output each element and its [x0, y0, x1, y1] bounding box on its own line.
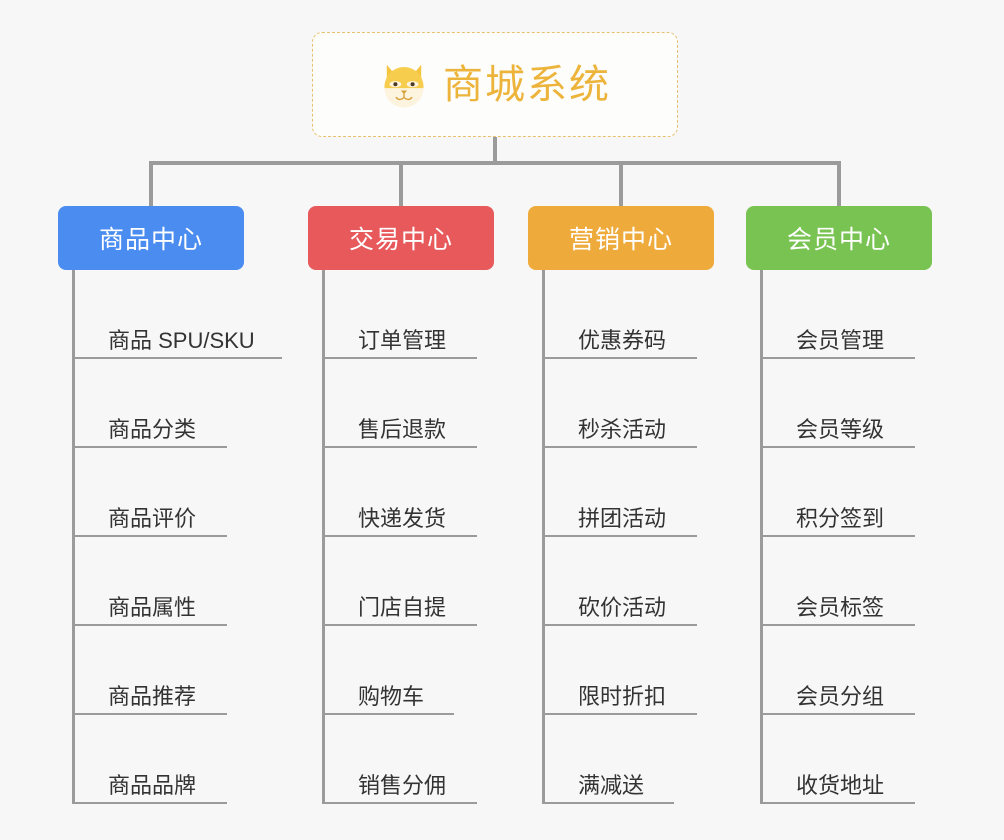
connector-drop-product-center [149, 161, 153, 207]
leaf-label: 商品分类 [108, 416, 197, 442]
leaf-item[interactable]: 商品属性 [72, 537, 227, 626]
shiba-dog-face-icon [384, 64, 424, 108]
root-node[interactable]: 商城系统 [312, 32, 678, 137]
leaf-item[interactable]: 商品 SPU/SKU [72, 270, 282, 359]
leaf-item[interactable]: 门店自提 [322, 537, 477, 626]
leaf-item[interactable]: 积分签到 [760, 448, 915, 537]
category-box-product-center[interactable]: 商品中心 [58, 206, 244, 270]
category-box-trade-center[interactable]: 交易中心 [308, 206, 494, 270]
connector-horizontal-bar [149, 161, 841, 165]
leaf-label: 会员标签 [796, 594, 885, 620]
leaf-item[interactable]: 商品评价 [72, 448, 227, 537]
leaf-item[interactable]: 售后退款 [322, 359, 477, 448]
leaf-item[interactable]: 购物车 [322, 626, 454, 715]
leaf-label: 收货地址 [796, 772, 885, 798]
leaf-item[interactable]: 订单管理 [322, 270, 477, 359]
leaf-item[interactable]: 秒杀活动 [542, 359, 697, 448]
leaf-label: 会员等级 [796, 416, 885, 442]
leaf-trunk-product-center [72, 270, 75, 804]
leaf-label: 商品评价 [108, 505, 197, 531]
leaf-item[interactable]: 会员等级 [760, 359, 915, 448]
leaf-label: 限时折扣 [578, 683, 667, 709]
leaf-label: 商品 SPU/SKU [108, 327, 255, 353]
leaf-item[interactable]: 拼团活动 [542, 448, 697, 537]
leaf-label: 满减送 [578, 772, 645, 798]
connector-drop-marketing-center [619, 161, 623, 207]
category-label-marketing-center: 营销中心 [568, 226, 673, 254]
category-label-trade-center: 交易中心 [348, 226, 453, 254]
leaf-item[interactable]: 商品推荐 [72, 626, 227, 715]
leaf-trunk-marketing-center [542, 270, 545, 804]
category-box-member-center[interactable]: 会员中心 [746, 206, 932, 270]
connector-drop-member-center [837, 161, 841, 207]
leaf-label: 积分签到 [796, 505, 885, 531]
leaf-label: 拼团活动 [578, 505, 667, 531]
leaf-label: 订单管理 [358, 327, 447, 353]
leaf-label: 会员管理 [796, 327, 885, 353]
leaf-label: 秒杀活动 [578, 416, 667, 442]
leaf-item[interactable]: 快递发货 [322, 448, 477, 537]
leaf-item[interactable]: 商品分类 [72, 359, 227, 448]
leaf-label: 砍价活动 [578, 594, 667, 620]
leaf-item[interactable]: 会员标签 [760, 537, 915, 626]
leaf-trunk-member-center [760, 270, 763, 804]
leaf-item[interactable]: 优惠券码 [542, 270, 697, 359]
leaf-label: 销售分佣 [358, 772, 447, 798]
root-title: 商城系统 [443, 62, 611, 107]
leaf-label: 售后退款 [358, 416, 447, 442]
leaf-label: 商品品牌 [108, 772, 197, 798]
category-label-member-center: 会员中心 [786, 226, 891, 254]
leaf-trunk-trade-center [322, 270, 325, 804]
category-box-marketing-center[interactable]: 营销中心 [528, 206, 714, 270]
leaf-label: 购物车 [358, 683, 425, 709]
leaf-label: 会员分组 [796, 683, 885, 709]
leaf-item[interactable]: 会员分组 [760, 626, 915, 715]
leaf-item[interactable]: 收货地址 [760, 715, 915, 804]
leaf-label: 门店自提 [358, 594, 447, 620]
leaf-item[interactable]: 会员管理 [760, 270, 915, 359]
connector-root-stub [493, 137, 497, 165]
category-label-product-center: 商品中心 [98, 226, 203, 254]
leaf-item[interactable]: 限时折扣 [542, 626, 697, 715]
leaf-item[interactable]: 满减送 [542, 715, 674, 804]
leaf-item[interactable]: 砍价活动 [542, 537, 697, 626]
leaf-label: 快递发货 [358, 505, 447, 531]
leaf-label: 商品推荐 [108, 683, 197, 709]
connector-drop-trade-center [399, 161, 403, 207]
leaf-label: 优惠券码 [578, 327, 667, 353]
leaf-label: 商品属性 [108, 594, 197, 620]
leaf-item[interactable]: 商品品牌 [72, 715, 227, 804]
leaf-item[interactable]: 销售分佣 [322, 715, 477, 804]
